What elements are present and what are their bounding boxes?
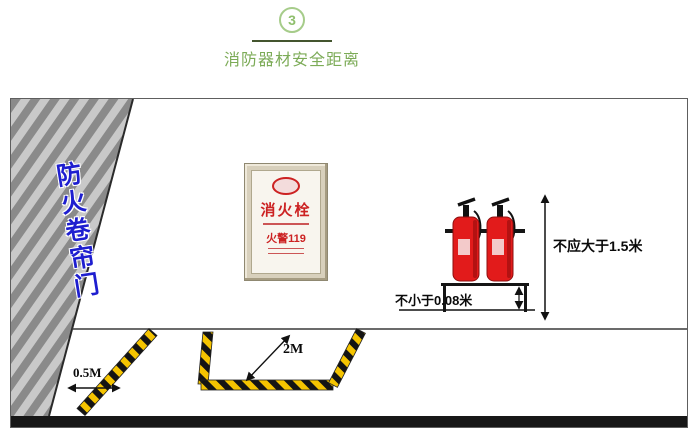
extinguisher-shade <box>507 220 511 278</box>
hazard-tape-strip <box>197 331 214 385</box>
hazard-tape-strip <box>328 328 366 388</box>
section-header: 3 消防器材安全距离 <box>212 7 372 70</box>
cabinet-door: 消火栓 火警119 <box>251 170 321 274</box>
label-front-clearance: 2M <box>283 342 304 357</box>
extinguisher-handle <box>491 197 510 207</box>
extinguisher-shade <box>473 220 477 278</box>
step-number-badge: 3 <box>279 7 305 33</box>
hazard-tape-strip <box>76 327 158 417</box>
extinguisher-handle <box>457 197 476 207</box>
label-min-gap: 不小于0.08米 <box>395 293 473 308</box>
header-divider <box>252 40 332 42</box>
extinguisher-label <box>492 239 504 255</box>
stand-rail <box>445 229 525 233</box>
fire-hydrant-cabinet: 消火栓 火警119 <box>244 163 328 281</box>
roll-door-edge <box>48 99 134 417</box>
floor-edge-band <box>11 416 687 427</box>
fire-extinguisher-icon <box>452 197 482 282</box>
hazard-tape-left <box>76 327 158 417</box>
stand-leg <box>443 286 446 312</box>
cabinet-text-line <box>263 223 309 225</box>
fire-roll-door <box>11 99 134 417</box>
extinguisher-label <box>458 239 470 255</box>
cabinet-hotline: 火警119 <box>266 233 306 245</box>
safety-distance-diagram: 防火卷帘门 消火栓 火警119 0.5M 2M 不应大于1.5米 不小于0.08… <box>10 98 688 428</box>
diagram-canvas <box>11 99 687 427</box>
hazard-tape-strip <box>200 379 334 391</box>
cabinet-title: 消火栓 <box>260 202 312 219</box>
label-max-height: 不应大于1.5米 <box>553 238 643 254</box>
roll-door-surface <box>11 99 133 416</box>
cabinet-logo-icon <box>272 177 300 195</box>
extinguisher-valve <box>463 205 469 217</box>
dimension-arrow-2m <box>245 334 291 382</box>
section-title: 消防器材安全距离 <box>223 52 360 69</box>
stand-leg <box>524 286 527 312</box>
fire-extinguishers-icon <box>441 197 529 312</box>
cabinet-text-line <box>268 248 304 249</box>
label-left-clearance: 0.5M <box>73 365 102 380</box>
extinguisher-valve <box>497 205 503 217</box>
fire-extinguisher-icon <box>486 197 516 282</box>
cabinet-text-line <box>268 253 304 254</box>
stand-base <box>441 283 529 286</box>
hazard-tape-front <box>197 328 366 391</box>
